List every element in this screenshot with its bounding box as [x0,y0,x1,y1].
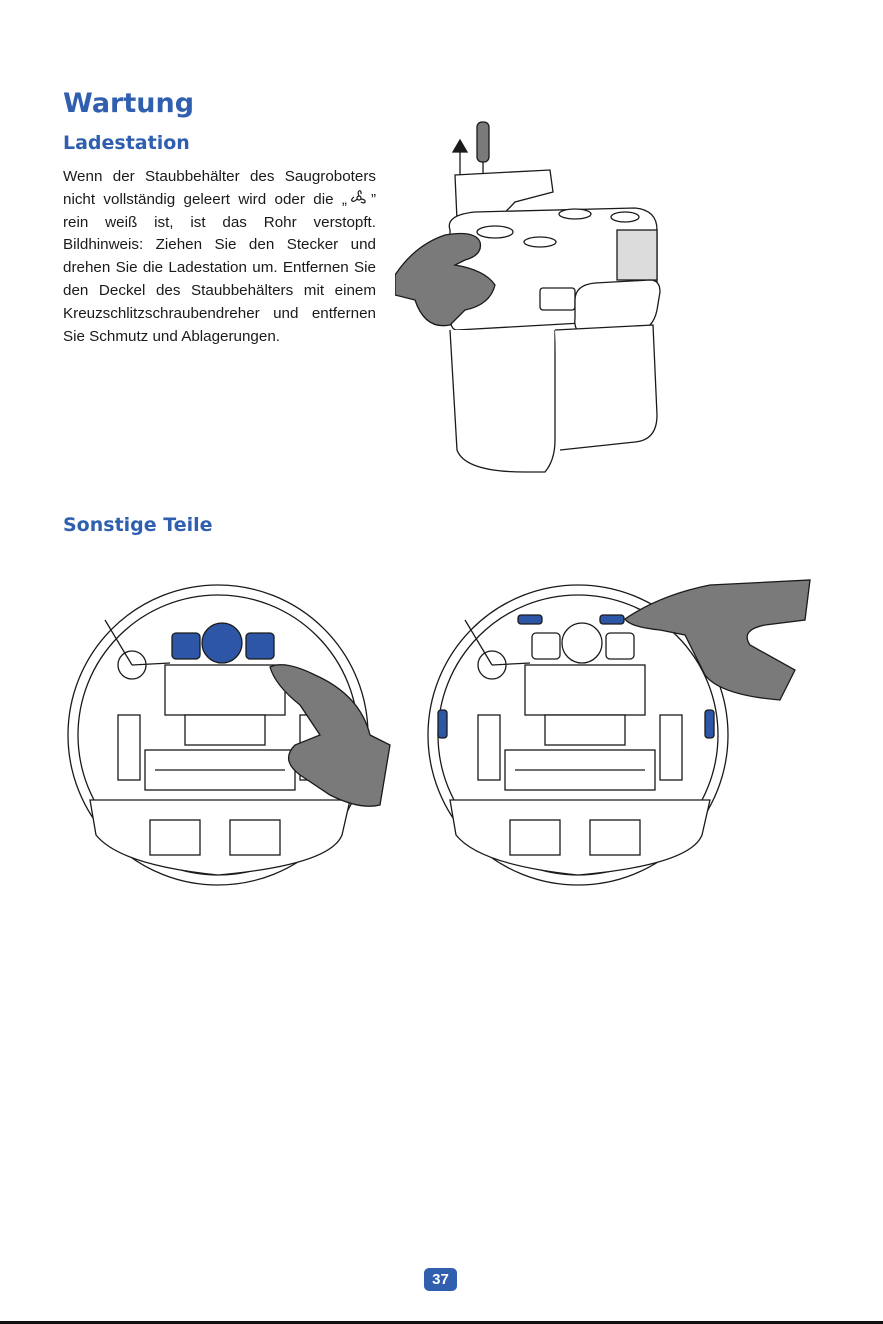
fan-icon [351,190,366,204]
highlight-side-right [704,709,715,739]
highlight-sensor-left [517,614,543,625]
charging-station-illustration [395,121,661,473]
section-heading-sonstige-teile: Sonstige Teile [63,514,213,536]
paragraph-text-end: ” rein weiß ist, ist das Rohr verstopft.… [63,190,376,345]
screwdriver-icon [476,121,490,163]
highlight-side-left [437,709,448,739]
hand-icon [624,579,811,701]
page-title: Wartung [63,88,195,119]
paragraph-text-start: Wenn der Staubbehälter des Saugroboters … [63,168,376,208]
highlight-left [171,632,201,660]
section-heading-ladestation: Ladestation [63,132,190,154]
bottom-rule [0,1321,883,1324]
page-number: 37 [424,1268,457,1291]
highlight-center [201,622,243,664]
highlight-sensor-right [599,614,625,625]
robot-underside-illustration-1 [67,584,391,886]
instruction-paragraph: Wenn der Staubbehälter des Saugroboters … [63,166,376,348]
highlight-right [245,632,275,660]
robot-underside-illustration-2 [427,579,811,886]
hand-icon [269,664,391,807]
hand-icon [395,232,496,327]
